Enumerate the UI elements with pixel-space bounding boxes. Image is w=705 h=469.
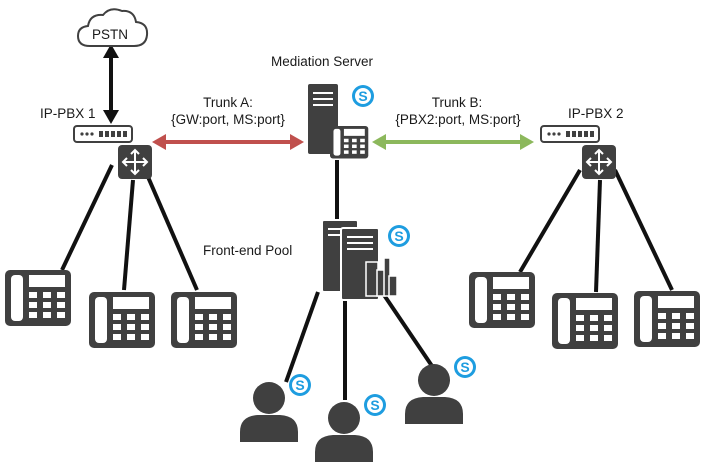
phone-icon <box>171 292 237 348</box>
trunk-a-detail: {GW:port, MS:port} <box>171 112 285 127</box>
frontend-user-link <box>284 291 320 383</box>
phone-icon <box>330 126 369 159</box>
pbx2-phone-link <box>613 169 674 291</box>
skype-icon <box>352 85 374 107</box>
frontend-user-link <box>380 290 434 368</box>
user-icon <box>405 364 463 424</box>
pstn-label: PSTN <box>92 27 129 42</box>
cloud-icon <box>76 8 149 47</box>
router-icon <box>117 144 153 180</box>
pbx1-phone-link <box>122 179 135 291</box>
front-end-pool-label: Front-end Pool <box>203 243 293 258</box>
ip-pbx-2-label: IP-PBX 2 <box>568 106 624 121</box>
connections <box>60 44 674 400</box>
phone-icon <box>89 292 155 348</box>
trunk-b-arrow-left <box>372 134 386 150</box>
trunk-b-detail: {PBX2:port, MS:port} <box>395 112 521 127</box>
phone-icon <box>552 293 618 349</box>
trunk-b-arrow-right <box>520 134 534 150</box>
trunk-b-title: Trunk B: <box>431 95 483 110</box>
pbx-device-icon <box>540 125 600 143</box>
mediation-server-label: Mediation Server <box>271 54 374 69</box>
pbx2-phone-link <box>518 168 582 274</box>
skype-icon <box>364 394 386 416</box>
skype-icon <box>388 225 410 247</box>
ip-pbx-1-label: IP-PBX 1 <box>40 106 96 121</box>
trunk-a-title: Trunk A: <box>203 95 253 110</box>
building-icon <box>365 257 398 297</box>
user-icon <box>315 402 373 462</box>
pbx1-phone-link <box>143 169 199 291</box>
user-icon <box>240 382 298 442</box>
pbx2-phone-link <box>594 179 602 293</box>
trunk-a-arrow-right <box>290 134 304 150</box>
pbx1-phone-link <box>60 164 114 271</box>
skype-icon <box>454 356 476 378</box>
router-icon <box>581 144 617 180</box>
phone-icon <box>469 272 535 328</box>
trunk-a-arrow-left <box>152 134 166 150</box>
pstn-link-arrow-top <box>103 44 119 58</box>
pbx-device-icon <box>73 125 133 143</box>
phone-icon <box>5 270 71 326</box>
phone-icon <box>634 291 700 347</box>
skype-icon <box>289 374 311 396</box>
pstn-link-arrow-bottom <box>103 110 119 124</box>
